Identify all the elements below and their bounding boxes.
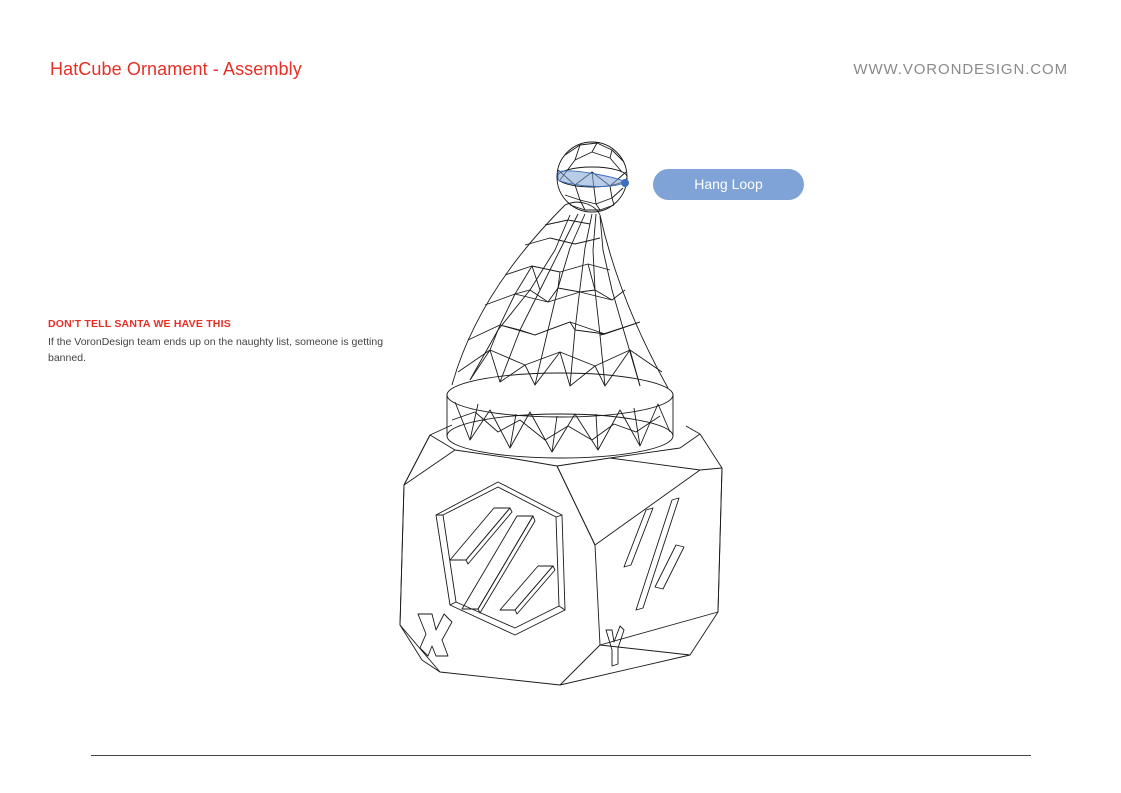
cube-body xyxy=(399,424,723,686)
footer-divider xyxy=(91,755,1031,756)
side-note-heading: DON'T TELL SANTA WE HAVE THIS xyxy=(48,318,231,330)
axis-letters xyxy=(417,613,625,667)
hang-loop-highlight xyxy=(557,170,629,187)
front-logo-marks xyxy=(449,507,556,615)
website-url: WWW.VORONDESIGN.COM xyxy=(853,61,1068,78)
side-note: DON'T TELL SANTA WE HAVE THIS If the Vor… xyxy=(48,318,408,366)
ornament-illustration xyxy=(399,141,723,686)
document-title: HatCube Ornament - Assembly xyxy=(50,59,302,79)
side-logo-marks xyxy=(623,497,685,611)
cube-front-hexagon xyxy=(435,481,566,636)
side-note-body: If the VoronDesign team ends up on the n… xyxy=(48,336,384,364)
hat-cone xyxy=(451,201,669,389)
hang-loop-callout: Hang Loop xyxy=(653,169,804,200)
hat-brim xyxy=(446,372,674,459)
